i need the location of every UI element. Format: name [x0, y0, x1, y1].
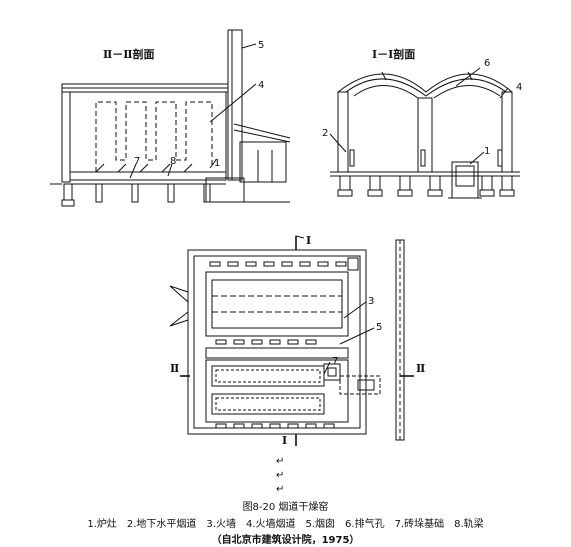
callout-6-i: 6 — [484, 58, 490, 69]
cut-mark-i-top: Ⅰ — [306, 234, 311, 247]
furnace-ii — [205, 177, 245, 203]
callout-7-ii: 7 — [134, 156, 140, 167]
callout-3-plan: 3 — [368, 296, 374, 307]
section-i-right-wall — [501, 91, 513, 173]
section-i-left-wall — [337, 91, 349, 173]
section-i-drawing — [329, 67, 520, 199]
section-i-title: Ⅰ－Ⅰ剖面 — [372, 47, 415, 61]
brick-pier — [63, 183, 73, 201]
paragraph-mark-2: ↵ — [276, 470, 284, 481]
annex-shed — [239, 141, 287, 183]
cut-mark-ii-right: Ⅱ — [416, 362, 425, 375]
plan-upper-chamber — [205, 271, 349, 337]
callout-4-top: 4 — [258, 80, 264, 91]
figure-source: （自北京市建筑设计院，1975） — [211, 535, 360, 546]
plan-furnace — [339, 375, 381, 395]
paragraph-mark-1: ↵ — [276, 456, 284, 467]
plan-flue-upper — [211, 365, 325, 387]
callout-1-i: 1 — [484, 146, 490, 157]
callout-5-top: 5 — [258, 40, 264, 51]
plan-chimney — [323, 363, 341, 381]
figure-caption: 图8-20 烟道干燥窑 — [242, 502, 329, 513]
underground-flue-ii — [69, 171, 227, 181]
callout-4-i: 4 — [516, 82, 522, 93]
section-ii-left-wall — [61, 91, 71, 183]
callout-7-plan: 7 — [332, 356, 338, 367]
paragraph-mark-3: ↵ — [276, 484, 284, 495]
callout-5-plan: 5 — [376, 322, 382, 333]
plan-view — [169, 235, 414, 446]
section-ii-title: Ⅱ－Ⅱ剖面 — [103, 47, 155, 61]
callout-2-i: 2 — [322, 128, 328, 139]
cut-mark-ii-left: Ⅱ — [170, 362, 179, 375]
plan-lower-chamber — [205, 359, 349, 423]
callout-8-ii: 8 — [170, 156, 176, 167]
fire-wall-flue-ii — [95, 101, 213, 172]
plan-flue-lower — [211, 393, 325, 415]
plan-outer-wall — [187, 249, 367, 435]
cut-mark-i-bottom: Ⅰ — [282, 434, 287, 447]
section-ii-drawing — [50, 29, 291, 207]
callout-1-ii: 1 — [214, 158, 220, 169]
arch-roof — [337, 73, 513, 93]
figure-legend: 1.炉灶 2.地下水平烟道 3.火墙 4.火墙烟道 5.烟囱 6.排气孔 7.砖… — [87, 519, 484, 530]
